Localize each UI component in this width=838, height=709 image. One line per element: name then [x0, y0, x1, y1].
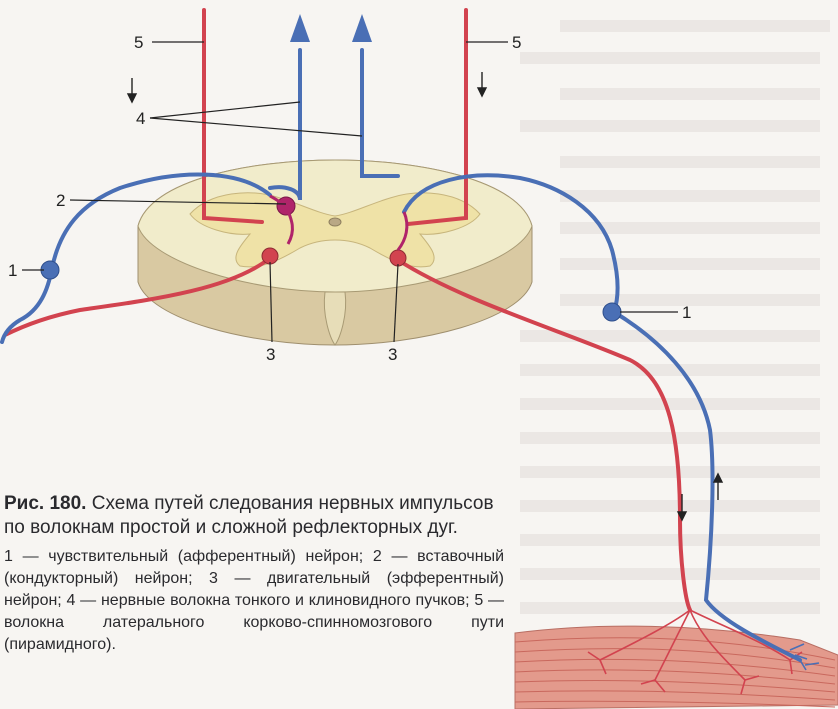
central-canal	[329, 218, 341, 226]
motor-neuron-left	[262, 248, 278, 264]
label-1-left: 1	[8, 261, 17, 280]
sensory-neuron-right	[603, 303, 621, 321]
figure-caption: Рис. 180. Схема путей следования нервных…	[4, 492, 504, 656]
label-3-right: 3	[388, 345, 397, 364]
background-page-text	[520, 20, 830, 614]
label-2: 2	[56, 191, 65, 210]
figure-number: Рис. 180.	[4, 493, 86, 514]
spinal-cord-section	[138, 160, 532, 345]
label-5-left: 5	[134, 33, 143, 52]
label-4: 4	[136, 109, 145, 128]
arrowhead-tract4-right	[352, 14, 372, 42]
figure-legend: 1 — чувствительный (афферентный) нейрон;…	[4, 546, 504, 656]
label-1-right: 1	[682, 303, 691, 322]
label-3-left: 3	[266, 345, 275, 364]
arrowhead-tract4-left	[290, 14, 310, 42]
figure-title-block: Рис. 180. Схема путей следования нервных…	[4, 492, 504, 540]
motor-neuron-right	[390, 250, 406, 266]
label-5-right: 5	[512, 33, 521, 52]
